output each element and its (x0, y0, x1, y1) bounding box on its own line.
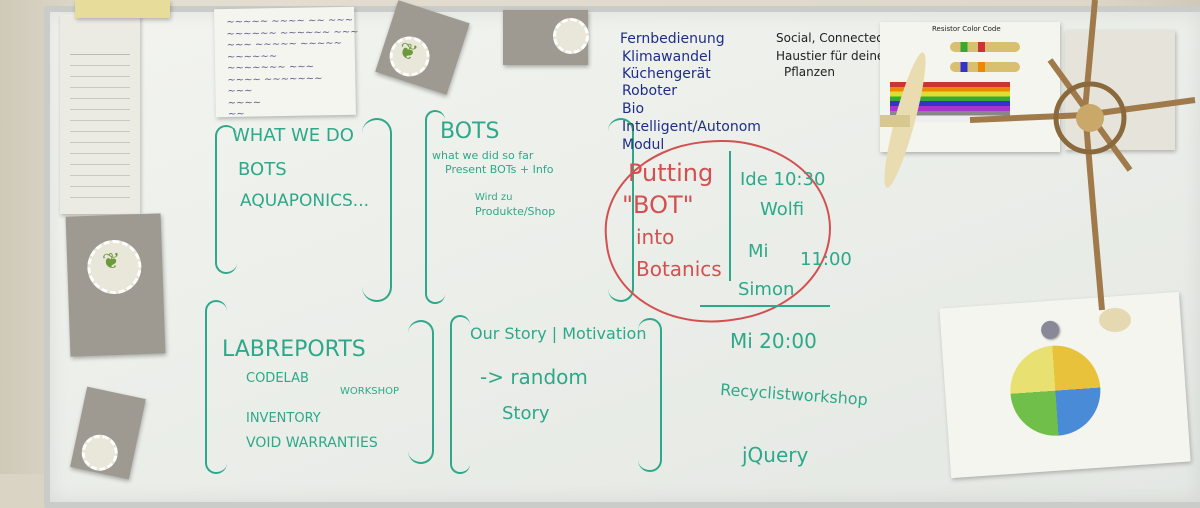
red-note-line-1: Putting (628, 159, 714, 187)
story-left-bracket (450, 315, 470, 474)
model-arm-vertical (1081, 0, 1105, 311)
labreports-right-bracket (408, 320, 434, 464)
story-line-3: Story (502, 403, 550, 424)
blue-list-item-5: Bio (622, 101, 645, 117)
blue-list-item-6: Intelligent/Autonom (622, 119, 761, 135)
blue-list-item-1: Fernbedienung (620, 31, 725, 47)
story-line-1: Our Story | Motivation (470, 324, 647, 343)
schedule-line-6: Mi 20:00 (730, 329, 817, 353)
blue-list-item-4: Roboter (622, 83, 677, 99)
schedule-extra: jQuery (742, 443, 809, 467)
resistor-icon (950, 42, 1020, 52)
topics-left-bracket (215, 125, 237, 274)
bots-line-3: Wird zu (475, 192, 513, 203)
bots-line-4: Produkte/Shop (475, 205, 556, 218)
topics-line-2: BOTS (238, 159, 287, 180)
blue-list-item-7: Modul (622, 137, 665, 153)
bots-line-2: Present BOTs + Info (445, 163, 554, 176)
color-wheel-diagram (1007, 342, 1104, 439)
topics-right-bracket (362, 118, 392, 302)
labreports-item-1: CODELAB (246, 371, 309, 386)
resistor-icon-2 (950, 62, 1020, 72)
schedule-line-4: 11:00 (800, 249, 852, 270)
red-note-line-2: "BOT" (622, 191, 694, 219)
blue-list-item-3: Küchengerät (622, 66, 711, 82)
labreports-item-5: VOID WARRANTIES (246, 435, 378, 451)
labreports-item-4: INVENTORY (246, 411, 321, 426)
labreports-left-bracket (205, 300, 227, 474)
bots-line-1: what we did so far (432, 149, 534, 162)
blue-list-item-2: Klimawandel (622, 49, 712, 65)
red-note-line-3: into (636, 225, 675, 249)
model-hub (1053, 81, 1127, 155)
schedule-line-1: Ide 10:30 (740, 169, 826, 190)
schedule-divider-1 (729, 151, 731, 281)
bots-title: BOTS (440, 119, 500, 144)
sticker-card-left: ❦ (65, 213, 166, 357)
topics-line-1: WHAT WE DO (232, 125, 354, 146)
red-note-line-4: Botanics (636, 257, 722, 281)
black-list-item-1: Social, Connected (776, 31, 884, 45)
pinned-paper-left (60, 14, 140, 214)
bots-right-bracket (608, 118, 634, 302)
topics-line-3: AQUAPONICS... (240, 191, 370, 211)
labreports-item-3: WORKSHOP (340, 386, 400, 397)
schedule-underline (700, 305, 830, 307)
story-line-2: -> random (480, 365, 588, 389)
black-list-item-3: Pflanzen (784, 65, 836, 79)
story-right-bracket (638, 318, 662, 472)
schedule-line-3: Mi (748, 241, 769, 262)
resistor-sheet-title: Resistor Color Code (932, 25, 1001, 33)
black-list-item-2: Haustier für deine (776, 49, 885, 63)
wooden-model-figure (880, 0, 1196, 332)
model-foot (1099, 308, 1131, 332)
schedule-line-5: Simon (738, 279, 795, 300)
handwritten-note-sheet: ~~~~~ ~~~~ ~~ ~~~ ~~~~~~ ~~~~~~ ~~~ ~~~ … (214, 6, 359, 120)
labreports-title: LABREPORTS (222, 337, 366, 362)
bots-left-bracket (425, 110, 445, 304)
schedule-line-2: Wolfi (760, 199, 805, 220)
handwritten-scribble: ~~~~~ ~~~~ ~~ ~~~ ~~~~~~ ~~~~~~ ~~~ ~~~ … (226, 14, 359, 121)
yellow-note (75, 0, 170, 18)
sticker-card-top-2 (503, 10, 589, 65)
